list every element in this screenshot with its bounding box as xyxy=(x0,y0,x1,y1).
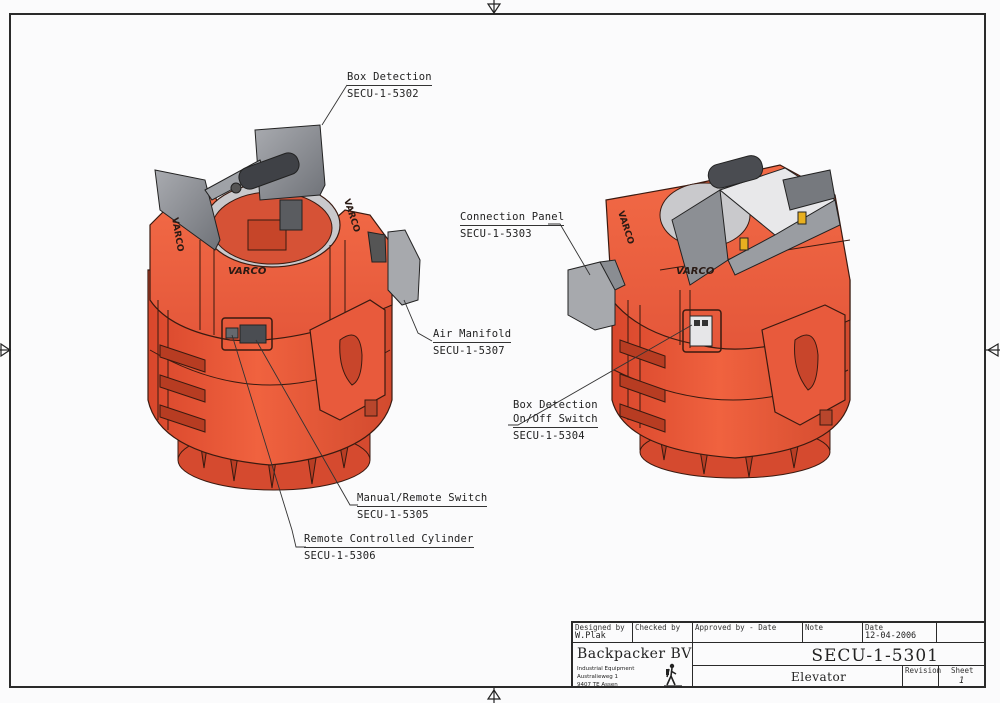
left-elevator-view: VARCO VARCO VARCO xyxy=(147,124,421,491)
hiker-logo-icon xyxy=(664,663,682,687)
sheet-value: 1 xyxy=(959,676,965,686)
company-name: Backpacker BV xyxy=(577,646,692,662)
designed-by-value: W.Plak xyxy=(575,631,606,641)
drawing-title: Elevator xyxy=(791,670,847,684)
revision-label: Revision xyxy=(905,666,942,675)
callout-code: SECU-1-5302 xyxy=(347,88,419,100)
callout-code: SECU-1-5305 xyxy=(357,509,429,521)
title-cell: Elevator xyxy=(693,666,903,688)
centering-mark-left xyxy=(0,342,12,358)
callout-name-line1: Box Detection xyxy=(513,399,598,411)
revision-cell: Revision xyxy=(903,666,942,688)
company-line2: Australieweg 1 xyxy=(577,674,618,680)
callout-remote-controlled-cylinder: Remote Controlled Cylinder SECU-1-5306 xyxy=(304,532,474,563)
sheet-label: Sheet xyxy=(951,666,974,675)
callout-name: Connection Panel xyxy=(460,210,565,226)
note-cell: Note xyxy=(803,623,863,643)
designed-by-cell: Designed by W.Plak xyxy=(573,623,633,643)
empty-cell xyxy=(937,623,986,643)
leader-lines xyxy=(231,84,693,548)
date-label: Date xyxy=(865,623,884,632)
callout-manual-remote-switch: Manual/Remote Switch SECU-1-5305 xyxy=(357,491,488,522)
callout-name: Remote Controlled Cylinder xyxy=(304,532,474,548)
approved-by-cell: Approved by - Date xyxy=(693,623,803,643)
callout-name: Air Manifold xyxy=(433,327,512,343)
company-line1: Industrial Equipment xyxy=(577,666,635,672)
drawing-number: SECU-1-5301 xyxy=(811,646,939,666)
callout-code: SECU-1-5304 xyxy=(513,430,585,442)
right-elevator-view: VARCO VARCO xyxy=(567,155,851,479)
designed-by-label: Designed by xyxy=(575,623,625,632)
callout-code: SECU-1-5306 xyxy=(304,550,376,562)
callout-box-detection: Box Detection SECU-1-5302 xyxy=(347,70,432,101)
note-label: Note xyxy=(805,623,824,632)
callout-connection-panel: Connection Panel SECU-1-5303 xyxy=(460,210,565,241)
title-block: Designed by W.Plak Checked by Approved b… xyxy=(571,621,986,688)
company-line3: 9407 TE Assen xyxy=(577,682,618,688)
callout-code: SECU-1-5307 xyxy=(433,345,505,357)
approved-by-label: Approved by - Date xyxy=(695,623,777,632)
callout-name: Box Detection xyxy=(347,70,432,86)
varco-label: VARCO xyxy=(228,266,267,277)
date-value: 12-04-2006 xyxy=(865,631,917,641)
callout-name: Manual/Remote Switch xyxy=(357,491,488,507)
callout-name-line2: On/Off Switch xyxy=(513,412,598,428)
centering-mark-top xyxy=(486,0,502,15)
centering-mark-bottom xyxy=(486,688,502,703)
sheet-cell: Sheet 1 xyxy=(939,666,986,688)
checked-by-cell: Checked by xyxy=(633,623,693,643)
checked-by-label: Checked by xyxy=(635,623,681,632)
varco-label: VARCO xyxy=(676,266,715,277)
callout-code: SECU-1-5303 xyxy=(460,228,532,240)
callout-box-detection-switch: Box Detection On/Off Switch SECU-1-5304 xyxy=(513,397,598,443)
company-cell: Backpacker BV Industrial Equipment Austr… xyxy=(573,643,693,688)
drawing-number-cell: SECU-1-5301 xyxy=(693,643,986,666)
callout-air-manifold: Air Manifold SECU-1-5307 xyxy=(433,327,512,358)
date-cell: Date 12-04-2006 xyxy=(863,623,937,643)
centering-mark-right xyxy=(986,342,1000,358)
